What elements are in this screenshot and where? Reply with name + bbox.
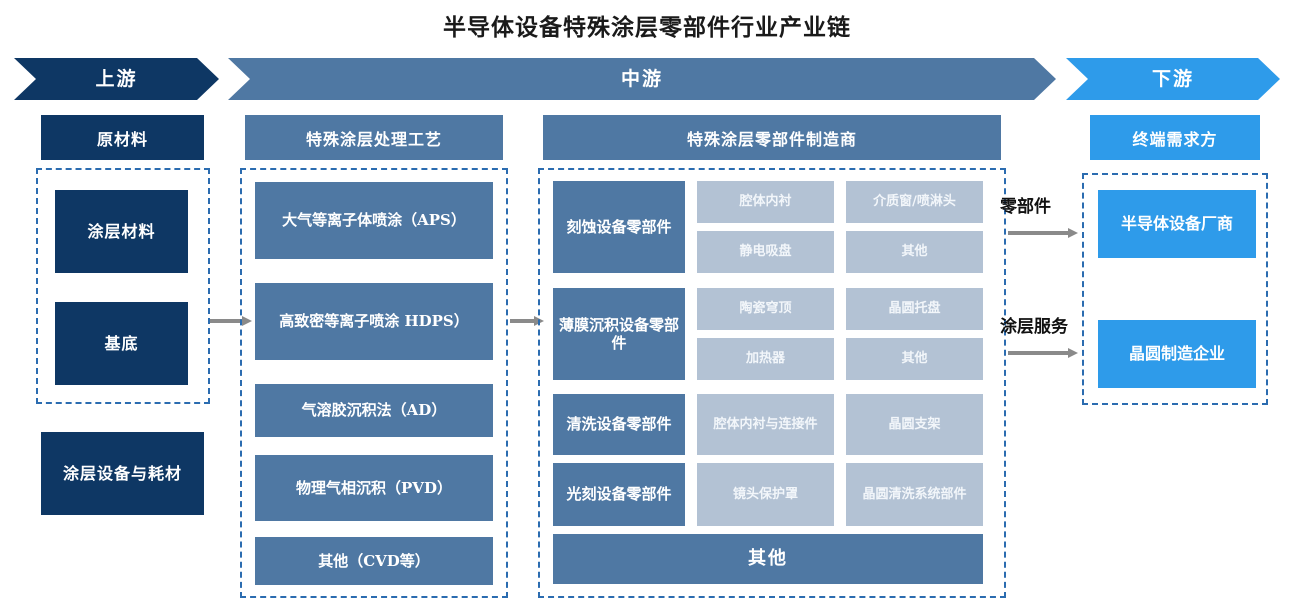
- manufacturer-group-1-part-2[interactable]: 加热器: [697, 338, 834, 380]
- banner-upstream: 上游: [14, 58, 219, 100]
- manufacturer-group-1-name[interactable]: 薄膜沉积设备零部件: [553, 288, 685, 380]
- upstream-item-0[interactable]: 涂层材料: [55, 190, 188, 273]
- flow-arrow-1: [1008, 348, 1080, 358]
- process-item-3[interactable]: 物理气相沉积（PVD）: [255, 455, 493, 521]
- process-item-4[interactable]: 其他（CVD等）: [255, 537, 493, 585]
- manufacturer-group-3-name[interactable]: 光刻设备零部件: [553, 463, 685, 526]
- manufacturer-group-1-part-1[interactable]: 晶圆托盘: [846, 288, 983, 330]
- manufacturer-group-1-part-3[interactable]: 其他: [846, 338, 983, 380]
- manufacturer-group-0-part-0[interactable]: 腔体内衬: [697, 181, 834, 223]
- process-item-2[interactable]: 气溶胶沉积法（AD）: [255, 384, 493, 437]
- manufacturer-group-3-part-0[interactable]: 镜头保护罩: [697, 463, 834, 526]
- flow-label-0: 零部件: [1000, 197, 1051, 217]
- banner-midstream: 中游: [228, 58, 1056, 100]
- flow-arrow-0: [1008, 228, 1080, 238]
- manufacturers-header: 特殊涂层零部件制造商: [543, 115, 1001, 160]
- downstream-item-0[interactable]: 半导体设备厂商: [1098, 190, 1256, 258]
- manufacturer-group-3-part-1[interactable]: 晶圆清洗系统部件: [846, 463, 983, 526]
- process-header: 特殊涂层处理工艺: [245, 115, 503, 160]
- downstream-group: [1082, 173, 1268, 405]
- manufacturer-group-0-part-2[interactable]: 静电吸盘: [697, 231, 834, 273]
- manufacturer-group-0-part-1[interactable]: 介质窗/喷淋头: [846, 181, 983, 223]
- process-item-0[interactable]: 大气等离子体喷涂（APS）: [255, 182, 493, 259]
- manufacturer-group-2-part-0[interactable]: 腔体内衬与连接件: [697, 394, 834, 455]
- manufacturer-group-2-name[interactable]: 清洗设备零部件: [553, 394, 685, 455]
- downstream-item-1[interactable]: 晶圆制造企业: [1098, 320, 1256, 388]
- manufacturer-group-1-part-0[interactable]: 陶瓷穹顶: [697, 288, 834, 330]
- downstream-header: 终端需求方: [1090, 115, 1260, 160]
- upstream-item-1[interactable]: 基底: [55, 302, 188, 385]
- manufacturers-group: [538, 168, 1006, 598]
- page-title: 半导体设备特殊涂层零部件行业产业链: [443, 14, 851, 41]
- process-group: [240, 168, 508, 598]
- upstream-materials-group: [36, 168, 210, 404]
- upstream-extra-box[interactable]: 涂层设备与耗材: [41, 432, 204, 515]
- manufacturer-group-0-name[interactable]: 刻蚀设备零部件: [553, 181, 685, 273]
- manufacturers-other-box[interactable]: 其他: [553, 534, 983, 584]
- process-item-1[interactable]: 高致密等离子喷涂 HDPS）: [255, 283, 493, 360]
- connector-upstream-to-process: [210, 316, 252, 326]
- manufacturer-group-0-part-3[interactable]: 其他: [846, 231, 983, 273]
- upstream-header: 原材料: [41, 115, 204, 160]
- banner-downstream: 下游: [1066, 58, 1280, 100]
- flow-label-1: 涂层服务: [1000, 317, 1068, 337]
- manufacturer-group-2-part-1[interactable]: 晶圆支架: [846, 394, 983, 455]
